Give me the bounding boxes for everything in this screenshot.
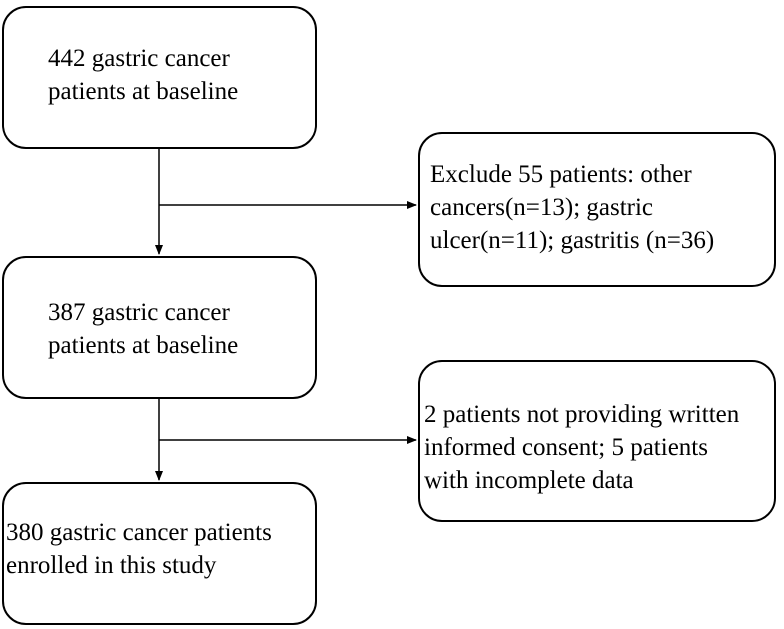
enrolled-patients-text: 380 gastric cancer patients enrolled in … xyxy=(6,519,272,579)
exclusion-box-2: 2 patients not providing written informe… xyxy=(418,360,776,522)
baseline-patients-box: 442 gastric cancer patients at baseline xyxy=(2,6,317,149)
enrolled-patients-box: 380 gastric cancer patients enrolled in … xyxy=(2,482,317,625)
baseline-patients-text: 442 gastric cancer patients at baseline xyxy=(48,45,239,105)
eligible-patients-box: 387 gastric cancer patients at baseline xyxy=(2,256,317,399)
exclusion-1-text: Exclude 55 patients: other cancers(n=13)… xyxy=(430,161,715,254)
eligible-patients-text: 387 gastric cancer patients at baseline xyxy=(48,299,239,359)
exclusion-box-1: Exclude 55 patients: other cancers(n=13)… xyxy=(418,132,776,287)
exclusion-2-text: 2 patients not providing written informe… xyxy=(424,401,740,494)
